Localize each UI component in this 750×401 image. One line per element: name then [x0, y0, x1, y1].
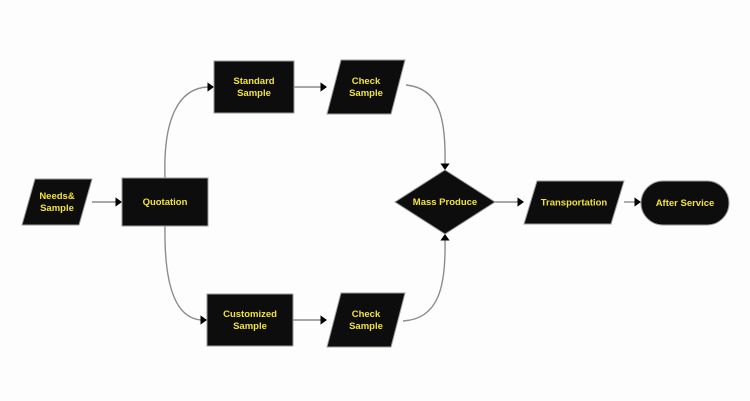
edge-quotation-to-standard [164, 82, 214, 179]
edge-transportation-to-after-service [624, 197, 641, 207]
edge-arrowhead [115, 197, 122, 207]
edge-arrowhead [634, 197, 641, 207]
edge-arrowhead [207, 82, 214, 92]
node-mass-produce[interactable]: Mass Produce [394, 169, 496, 235]
edge-arrowhead [200, 315, 207, 325]
edge-customized-to-check-bottom [293, 315, 327, 325]
node-shape-diamond[interactable] [394, 169, 496, 235]
node-shape-rectangle[interactable] [213, 60, 295, 114]
edge-arrowhead [320, 315, 327, 325]
node-quotation[interactable]: Quotation [121, 177, 209, 227]
node-needs-sample[interactable]: Needs&Sample [21, 178, 93, 226]
edge-check-top-to-mass-produce [405, 84, 450, 170]
edge-path [402, 239, 446, 322]
edge-quotation-to-customized [164, 225, 207, 325]
node-transportation[interactable]: Transportation [523, 180, 625, 225]
node-shape-parallelogram[interactable] [326, 59, 406, 115]
edge-path [164, 225, 202, 321]
node-shape-rectangle[interactable] [206, 293, 294, 347]
node-shape-rectangle[interactable] [121, 177, 209, 227]
edge-arrowhead [320, 82, 327, 92]
node-shape-stadium[interactable] [640, 180, 730, 226]
edge-mass-produce-to-transportation [495, 197, 524, 207]
node-shape-parallelogram[interactable] [326, 292, 406, 348]
edge-path [164, 86, 209, 179]
edge-standard-to-check-top [294, 82, 327, 92]
node-shape-parallelogram[interactable] [21, 178, 93, 226]
edge-needs-to-quotation [92, 197, 122, 207]
edge-arrowhead [440, 234, 450, 241]
edges-layer [92, 82, 641, 325]
node-after-service[interactable]: After Service [640, 180, 730, 226]
edge-check-bottom-to-mass-produce [402, 234, 450, 322]
node-shape-parallelogram[interactable] [523, 180, 625, 225]
edge-arrowhead [440, 163, 450, 170]
edge-arrowhead [517, 197, 524, 207]
edge-path [405, 84, 446, 165]
